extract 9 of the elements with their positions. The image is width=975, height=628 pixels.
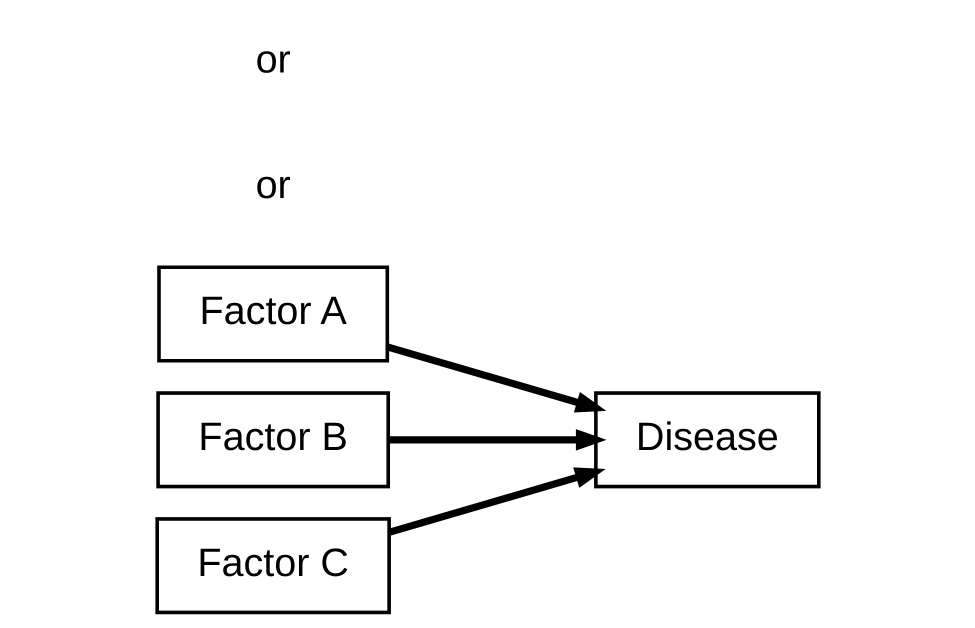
label: or — [255, 163, 290, 208]
label: or — [255, 37, 290, 82]
node-box: Factor C — [154, 517, 390, 614]
arrow — [386, 343, 606, 413]
arrow — [388, 467, 606, 536]
arrow — [388, 429, 606, 451]
node-box: Disease — [594, 391, 820, 488]
node-box: Factor B — [156, 391, 390, 488]
node-box: Factor A — [156, 265, 389, 363]
